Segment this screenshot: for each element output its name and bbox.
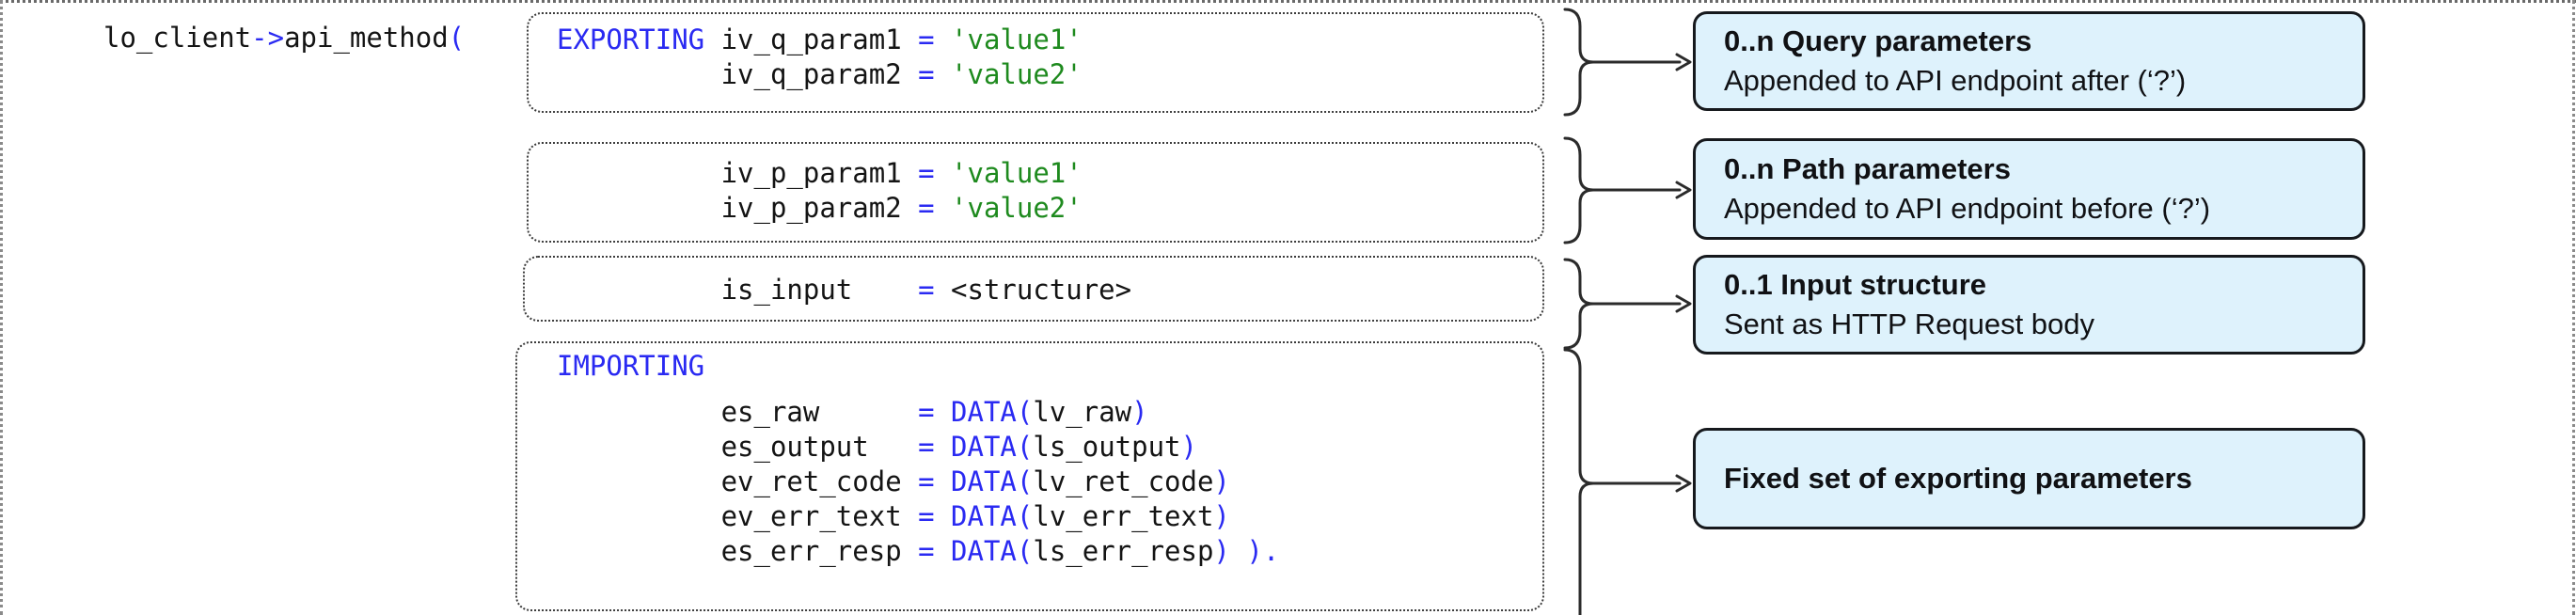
callout-subtitle: Appended to API endpoint before (‘?’) [1724,192,2211,225]
callout-title: 0..n Path parameters [1724,152,2011,185]
callout-subtitle: Sent as HTTP Request body [1724,308,2095,340]
code-box-importing-params: IMPORTING es_raw = DATA(lv_raw) es_outpu… [515,341,1544,611]
arrowhead-icon [1675,294,1692,313]
code-box-path-params: iv_p_param1 = 'value1' iv_p_param2 = 'va… [527,142,1544,243]
brace-input-structure [1563,258,1595,350]
arrowhead-icon [1675,474,1692,493]
brace-path-params [1563,136,1595,244]
outer-dashed-border-right [2572,0,2575,615]
arrowhead-icon [1675,53,1692,71]
code-box-input-structure: is_input = <structure> [523,256,1544,322]
callout-title: 0..1 Input structure [1724,268,1987,301]
callout-title: 0..n Query parameters [1724,24,2032,57]
outer-dashed-border-left [0,0,3,615]
callout-path-params: 0..n Path parameters Appended to API end… [1693,138,2365,240]
callout-query-params: 0..n Query parameters Appended to API en… [1693,11,2365,111]
arrowhead-icon [1675,181,1692,199]
callout-subtitle: Appended to API endpoint after (‘?’) [1724,64,2187,97]
brace-query-params [1563,8,1595,117]
callout-title: Fixed set of exporting parameters [1724,462,2192,495]
outer-dashed-border-top [0,0,2576,3]
callout-exporting-params: Fixed set of exporting parameters [1693,428,2365,529]
code-invocation: lo_client->api_method( [103,22,466,54]
brace-exporting-params [1563,348,1595,615]
code-box-query-params: EXPORTING iv_q_param1 = 'value1' iv_q_pa… [527,12,1544,113]
callout-input-structure: 0..1 Input structure Sent as HTTP Reques… [1693,255,2365,355]
